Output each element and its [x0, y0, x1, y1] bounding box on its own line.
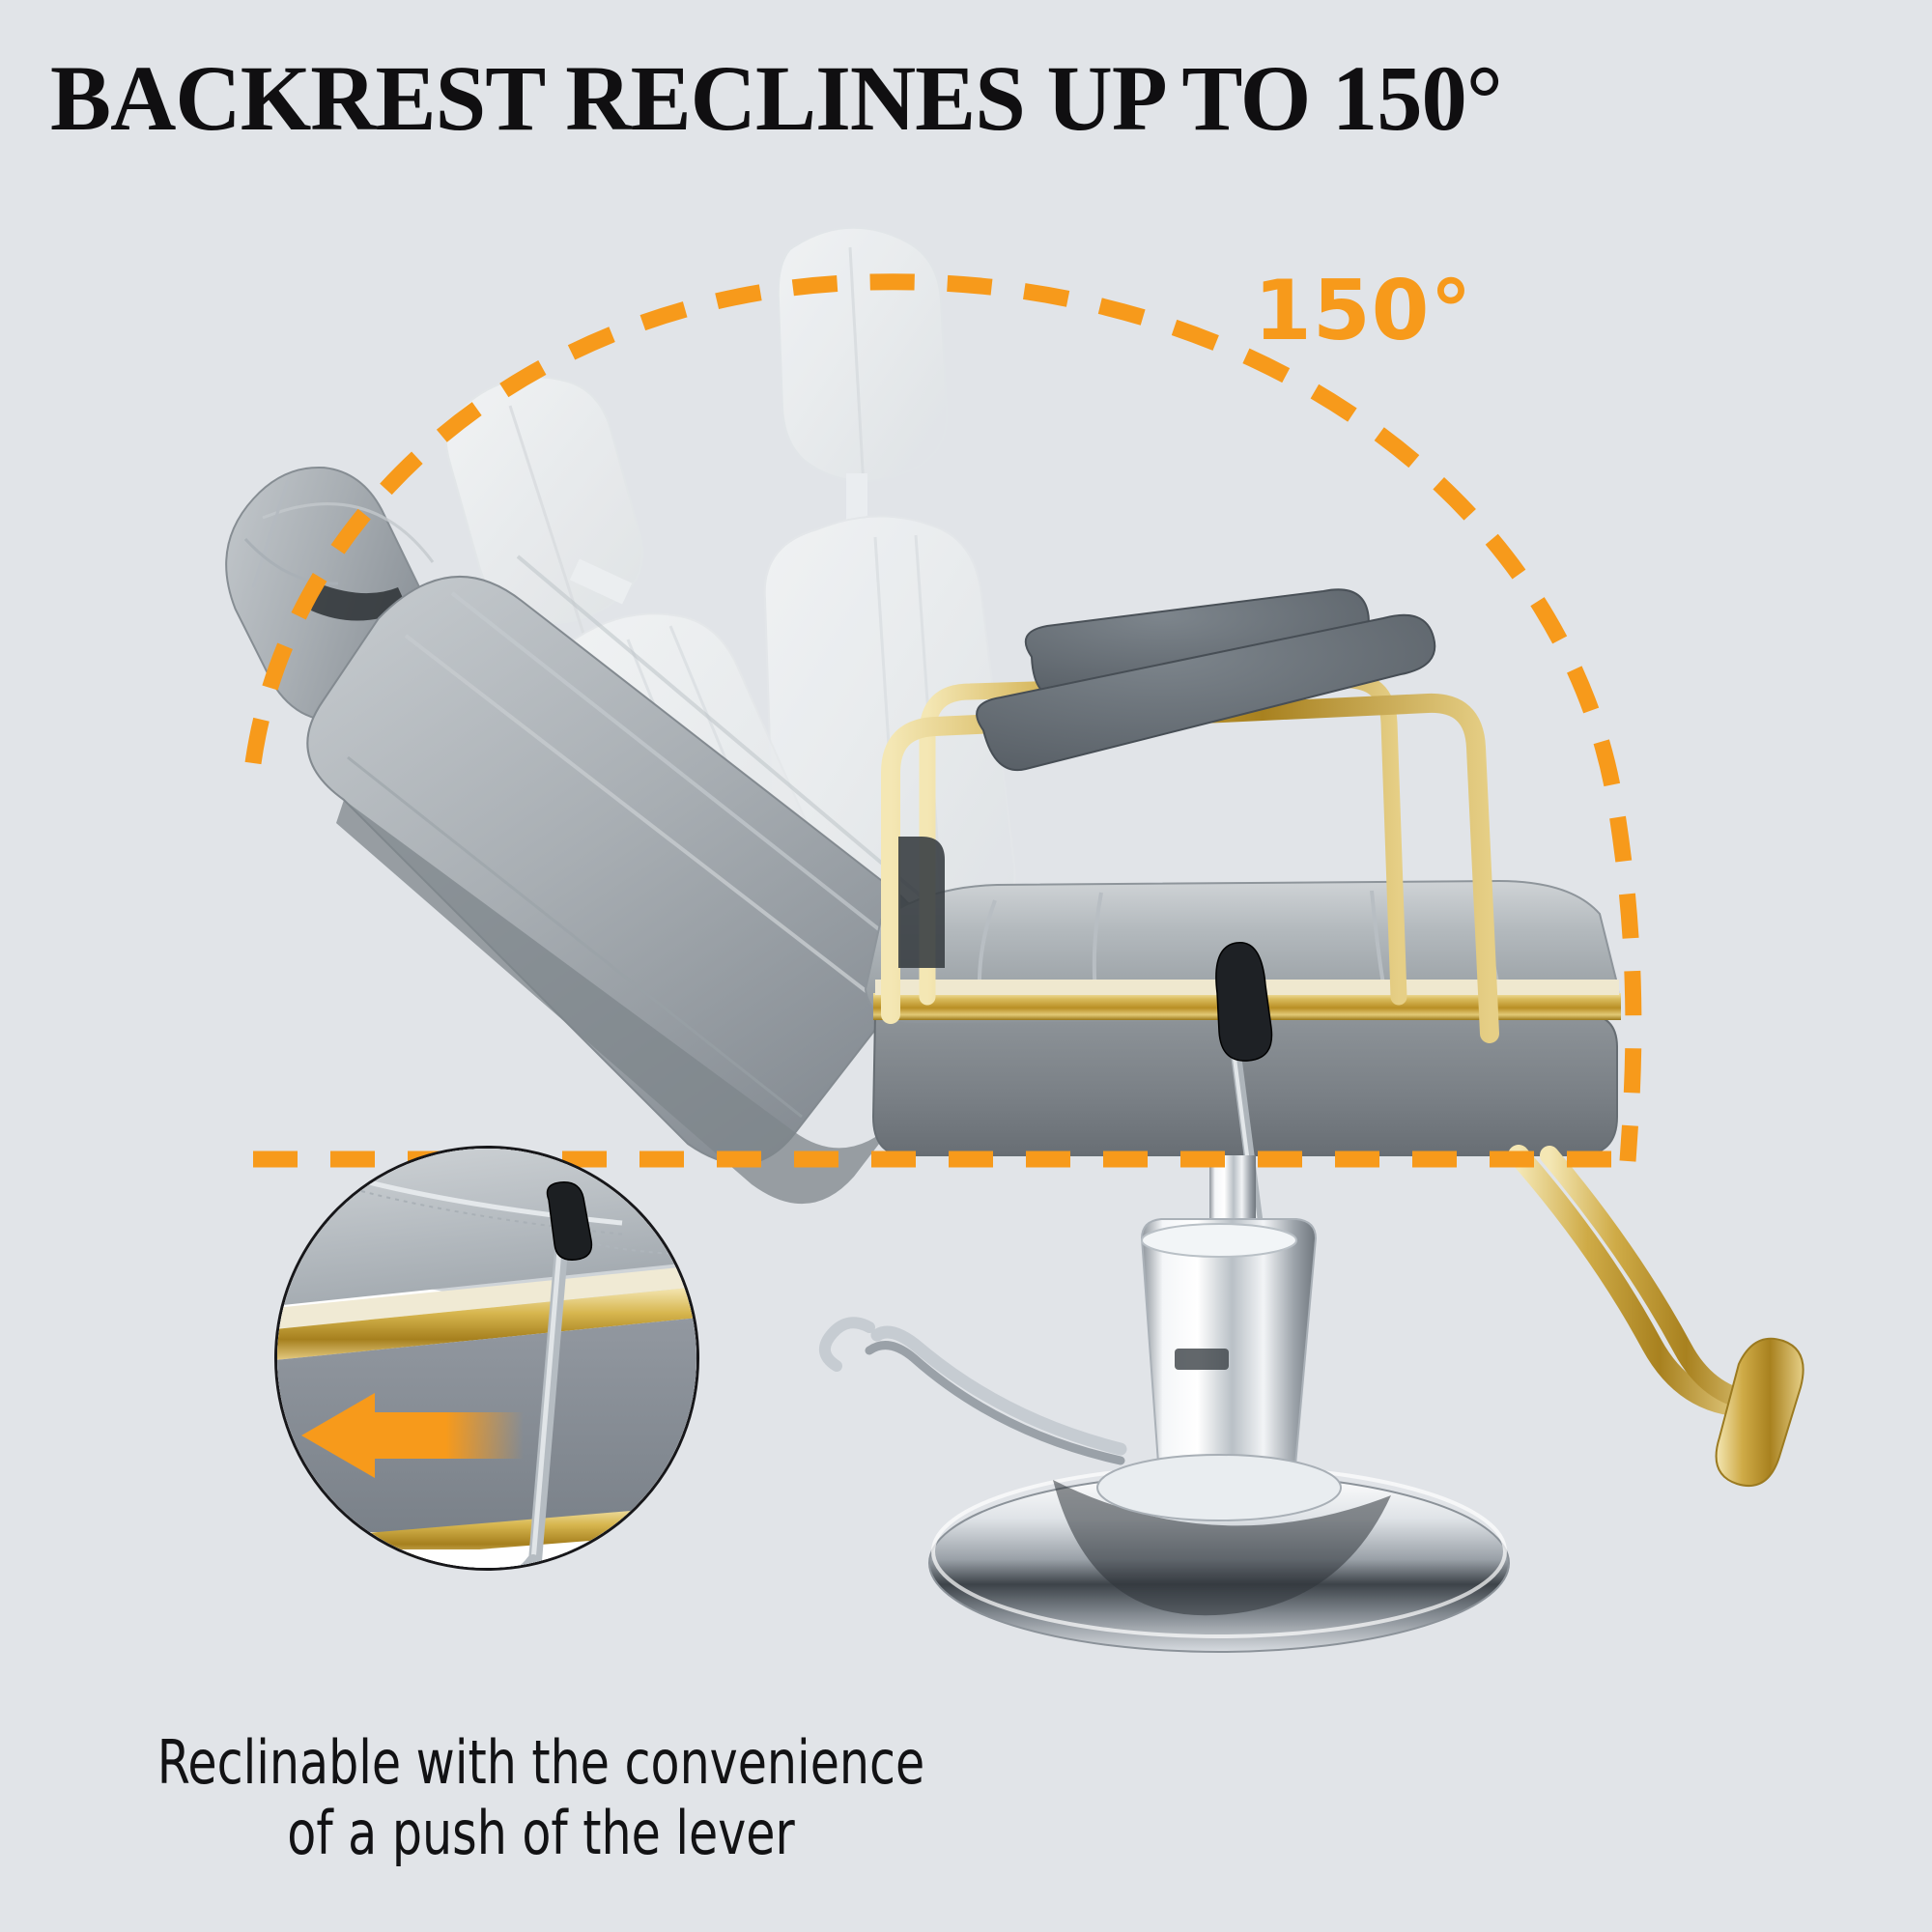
angle-value-label: 150°	[1254, 263, 1473, 359]
lever-detail-art	[277, 1149, 696, 1568]
page-title: BACKREST RECLINES UP TO 150°	[50, 46, 1503, 150]
lever-detail-inset	[274, 1146, 699, 1571]
caption-line-1: Reclinable with the convenience	[156, 1727, 925, 1798]
caption: Reclinable with the convenience of a pus…	[99, 1727, 982, 1868]
caption-line-2: of a push of the lever	[287, 1798, 795, 1869]
footrest	[1508, 1145, 1804, 1488]
chair-base	[819, 1155, 1510, 1653]
chair-seat-assembly	[864, 588, 1621, 1250]
direction-arrow-icon	[301, 1393, 524, 1478]
